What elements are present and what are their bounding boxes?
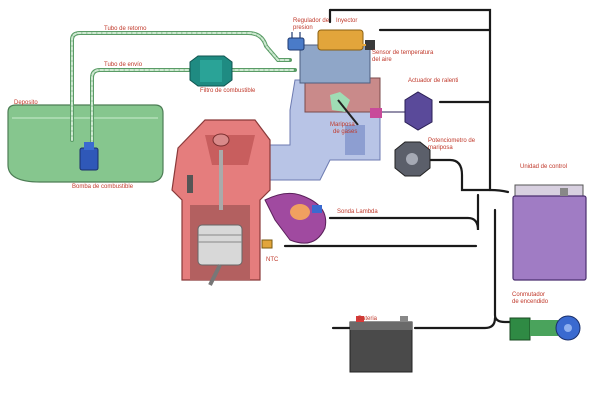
- label-unidad: Unidad de control: [520, 164, 568, 170]
- ignition-switch: [509, 315, 581, 341]
- label-sonda: Sonda Lambda: [337, 209, 378, 215]
- label-sensor-2: del aire: [372, 57, 392, 63]
- fuel-filter: [189, 55, 233, 87]
- label-actuador: Actuador de ralenti: [408, 78, 459, 84]
- label-ntc: NTC: [266, 257, 279, 263]
- label-conmutador-2: de encendido: [512, 299, 549, 305]
- label-conmutador-1: Conmutador: [512, 292, 546, 298]
- label-tubo-envio: Tubo de envío: [104, 62, 143, 68]
- label-regulador-1: Regulador de: [293, 18, 330, 24]
- label-inyector: Inyector: [336, 18, 358, 24]
- idle-actuator: [370, 91, 433, 131]
- throttle-potentiometer: [394, 141, 431, 177]
- fuel-pump: [79, 142, 99, 171]
- exhaust-pipe: [264, 192, 327, 244]
- label-deposito: Deposito: [14, 100, 38, 106]
- label-potenciometro-2: mariposa: [428, 145, 453, 151]
- label-mariposa-1: Mariposa: [330, 122, 355, 128]
- engine-block: [171, 119, 271, 286]
- ecu-box: [512, 184, 587, 281]
- fuel-lines: [70, 31, 297, 152]
- label-tubo-retorno: Tubo de retorno: [104, 26, 147, 32]
- battery: [349, 316, 413, 373]
- label-regulador-2: presion: [293, 25, 313, 31]
- label-bomba: Bomba de combustible: [72, 184, 134, 190]
- label-sensor-1: Sensor de temperatura: [372, 50, 434, 56]
- label-mariposa-2: de gases: [333, 129, 358, 135]
- label-potenciometro-1: Potenciometro de: [428, 138, 476, 144]
- label-bateria: Bateria: [358, 316, 378, 322]
- pressure-regulator: [287, 32, 305, 51]
- air-temp-sensor: [358, 40, 375, 50]
- label-filtro: Filtro de combustible: [200, 88, 256, 94]
- wiring-harness: [283, 8, 522, 330]
- ntc-sensor: [261, 239, 273, 249]
